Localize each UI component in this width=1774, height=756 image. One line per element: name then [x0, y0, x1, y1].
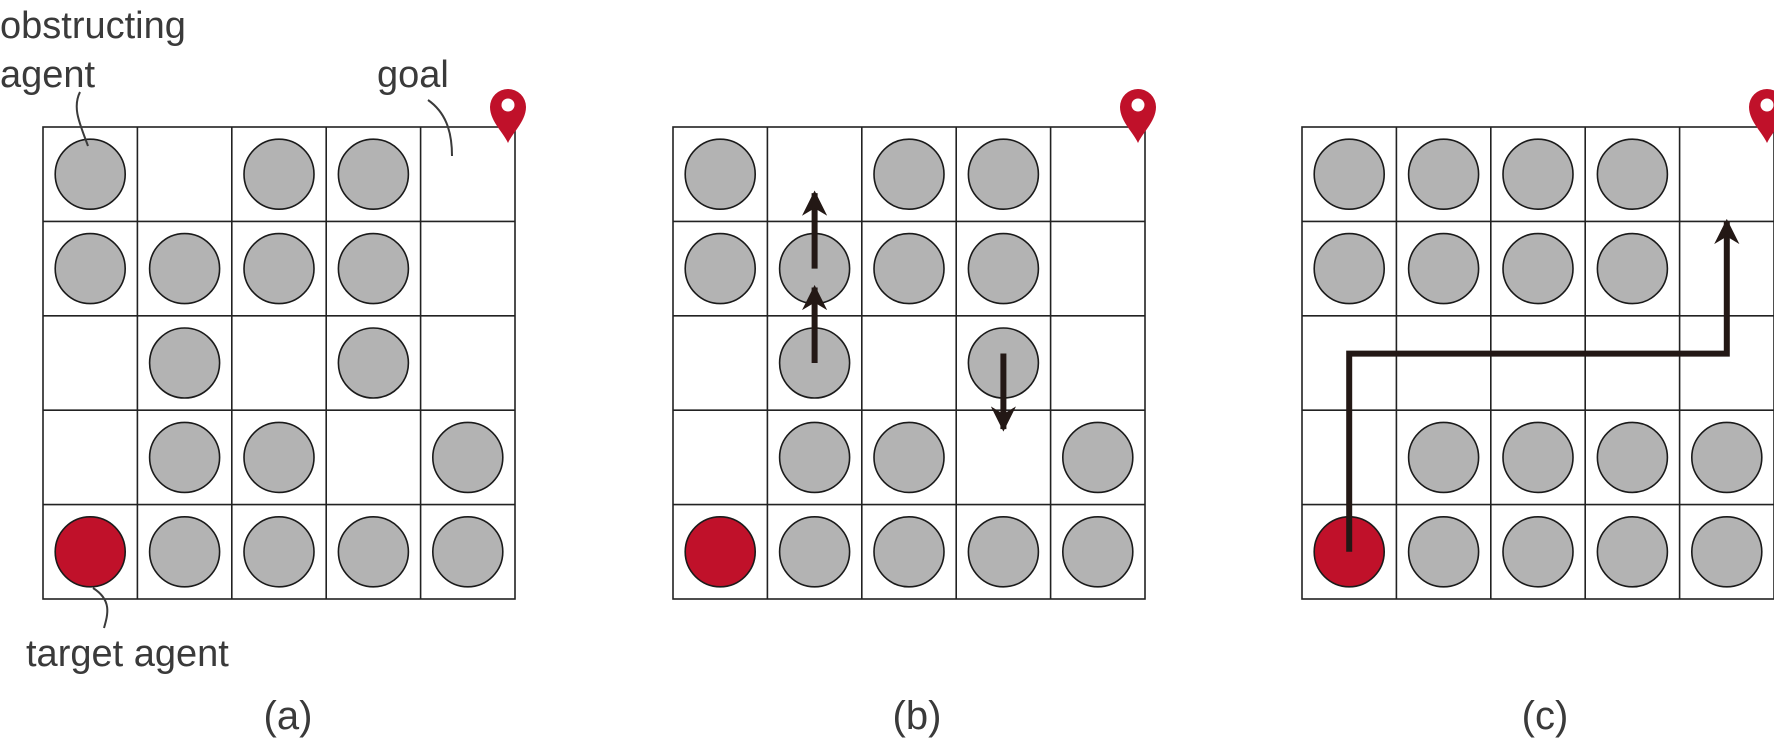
map-pin-hole: [1131, 98, 1145, 112]
panel-b: [672, 89, 1156, 600]
panel-label-c: (c): [1522, 694, 1569, 738]
target-agent-label: target agent: [26, 633, 229, 675]
map-pin-hole: [501, 98, 515, 112]
obstructing-agent: [1407, 421, 1480, 494]
obstructing-agent: [1691, 421, 1763, 494]
goal-leader-line: [427, 99, 453, 157]
obstructing-agent: [967, 515, 1040, 588]
obstructing-agent: [1502, 515, 1574, 588]
target-agent: [54, 515, 126, 588]
obstructing-agent: [1596, 421, 1669, 494]
map-pin-icon: [1120, 89, 1156, 143]
map-pin-icon: [1749, 89, 1774, 143]
target-agent-leader-line: [92, 587, 109, 629]
obstructing-agent: [684, 138, 757, 210]
map-pin-hole: [1760, 98, 1774, 112]
goal-label: goal: [377, 54, 449, 96]
obstructing-agent-label-line1: obstructing: [0, 5, 186, 47]
obstructing-agent: [431, 421, 504, 494]
target-path: [1346, 218, 1740, 552]
obstructing-agent: [148, 515, 221, 588]
obstructing-agent-leader-line: [75, 91, 89, 147]
obstructing-agent: [1407, 138, 1480, 210]
obstructing-agent: [1596, 515, 1669, 588]
obstructing-agent: [243, 138, 315, 210]
obstructing-agent: [778, 515, 851, 588]
obstructing-agent: [243, 421, 315, 494]
obstructing-agent: [243, 515, 315, 588]
obstructing-agent: [873, 515, 945, 588]
obstructing-agent: [778, 421, 851, 494]
obstructing-agent: [684, 232, 757, 305]
obstructing-agent: [148, 232, 221, 305]
panel-label-b: (b): [893, 694, 942, 738]
obstructing-agent: [873, 421, 945, 494]
panel-label-a: (a): [264, 694, 313, 738]
target-agent: [684, 515, 757, 588]
obstructing-agent: [54, 232, 126, 305]
obstructing-agent: [337, 327, 410, 399]
obstructing-agent: [1407, 232, 1480, 305]
obstructing-agent: [1407, 515, 1480, 588]
obstructing-agent: [337, 138, 410, 210]
obstructing-agent: [873, 138, 945, 210]
obstructing-agent: [1313, 138, 1385, 210]
obstructing-agent: [873, 232, 945, 305]
map-pin-icon: [490, 89, 526, 143]
obstructing-agent: [243, 232, 315, 305]
obstructing-agent: [148, 421, 221, 494]
obstructing-agent: [967, 138, 1040, 210]
obstructing-agent: [1596, 232, 1669, 305]
obstructing-agent: [1691, 515, 1763, 588]
obstructing-agent: [1502, 232, 1574, 305]
obstructing-agent: [967, 232, 1040, 305]
obstructing-agent: [1596, 138, 1669, 210]
obstructing-agent: [148, 327, 221, 399]
obstructing-agent: [431, 515, 504, 588]
obstructing-agent: [337, 232, 410, 305]
panel-a: [42, 89, 526, 600]
obstructing-agent: [1062, 421, 1134, 494]
obstructing-agent: [54, 138, 126, 210]
map-pin-body: [490, 89, 526, 143]
map-pin-body: [1120, 89, 1156, 143]
panel-c: [1301, 89, 1774, 600]
obstructing-agent-label-line2: agent: [0, 54, 96, 96]
obstructing-agent: [1062, 515, 1134, 588]
obstructing-agent: [1313, 232, 1385, 305]
obstructing-agent: [1502, 138, 1574, 210]
obstructing-agent: [1502, 421, 1574, 494]
obstructing-agent: [337, 515, 410, 588]
